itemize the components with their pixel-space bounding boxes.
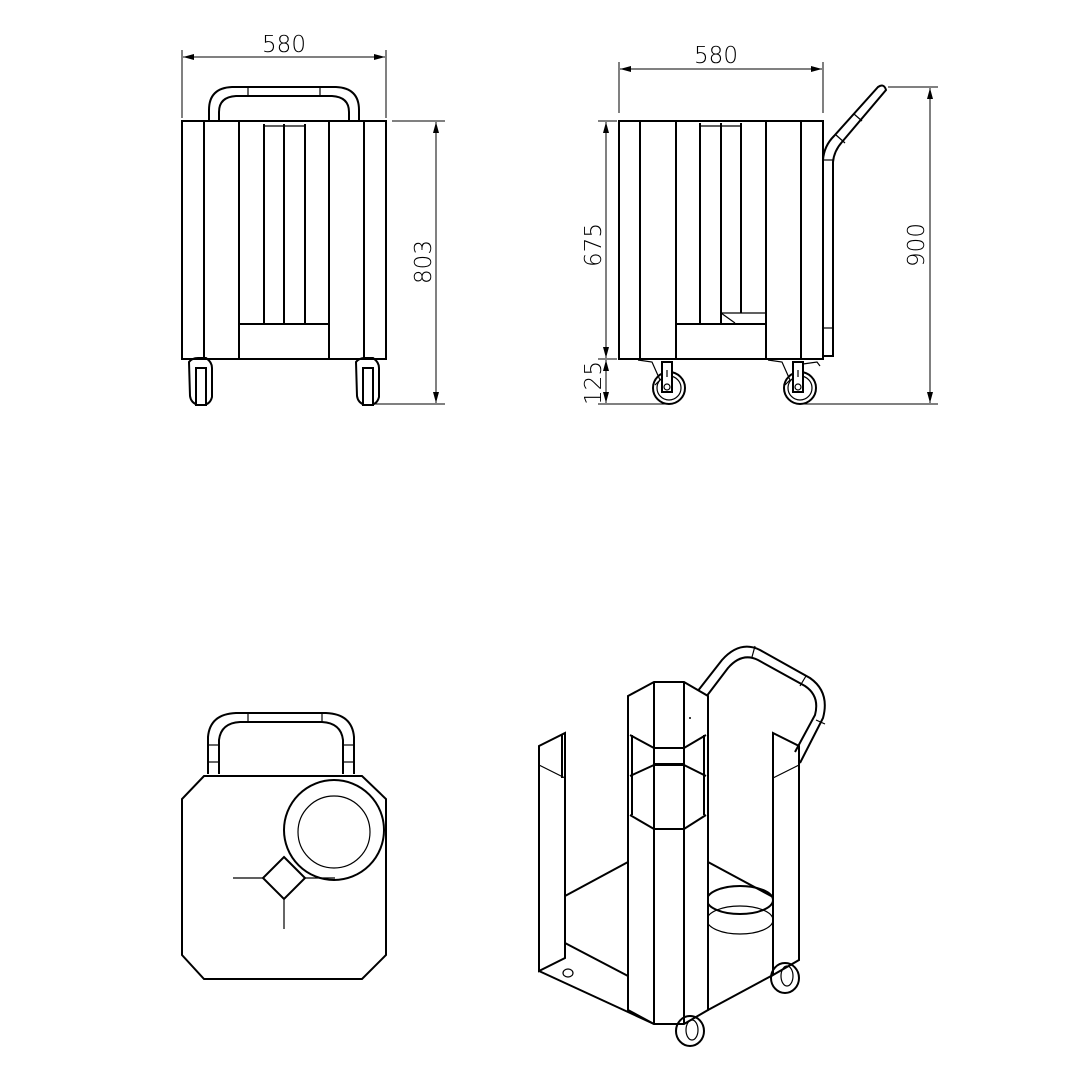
- iso-handle: [696, 645, 826, 764]
- side-total-height-label: 900: [904, 223, 930, 267]
- iso-caster-right: [770, 962, 800, 994]
- front-handle: [208, 86, 360, 120]
- iso-caster-front: [675, 1015, 705, 1047]
- front-body: [181, 120, 387, 360]
- side-body: [618, 120, 824, 360]
- top-center-mark: [233, 855, 335, 929]
- top-view: [181, 712, 387, 980]
- side-body-height-dimension: 675: [581, 120, 617, 360]
- top-body: [181, 775, 387, 980]
- side-handle: [822, 84, 888, 357]
- side-caster-height-dimension: 125: [581, 360, 667, 405]
- iso-right-upright: [772, 731, 800, 977]
- side-width-label: 580: [694, 43, 738, 69]
- side-width-dimension: 580: [618, 43, 824, 113]
- top-dispenser-tube: [283, 779, 385, 881]
- iso-caster-left: [562, 968, 574, 978]
- front-caster-left: [187, 357, 213, 406]
- side-caster-left: [637, 359, 686, 405]
- side-body-height-label: 675: [581, 223, 607, 267]
- top-handle: [207, 712, 355, 774]
- iso-left-upright: [538, 731, 566, 973]
- iso-center-column: [627, 681, 709, 1025]
- front-width-label: 580: [262, 32, 306, 58]
- front-width-dimension: 580: [181, 32, 387, 118]
- front-height-dimension: 803: [372, 120, 445, 405]
- isometric-view: [538, 645, 826, 1047]
- side-view: 580: [581, 43, 938, 405]
- side-caster-height-label: 125: [581, 361, 607, 405]
- front-view: 580: [181, 32, 445, 406]
- front-height-label: 803: [411, 240, 437, 284]
- side-total-height-dimension: 900: [800, 86, 938, 405]
- side-caster-right: [767, 359, 821, 405]
- front-caster-right: [354, 357, 380, 406]
